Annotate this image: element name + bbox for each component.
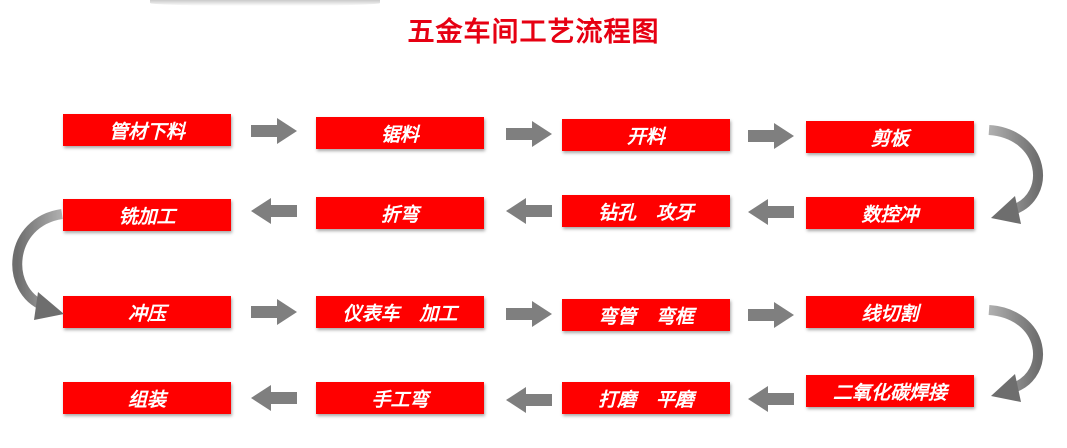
arrow-left-icon	[506, 198, 552, 224]
arrow-left-icon	[251, 198, 297, 224]
arrow-right-icon	[506, 121, 552, 147]
curved-arrow-down-icon	[12, 209, 64, 320]
curved-arrow-down-icon	[988, 305, 1043, 402]
arrow-left-icon	[506, 387, 552, 413]
curved-arrow-down-icon	[988, 125, 1043, 224]
step-box: 冲压	[63, 296, 231, 328]
arrow-right-icon	[251, 118, 297, 144]
step-box: 锯料	[316, 117, 484, 149]
step-box: 管材下料	[63, 114, 231, 146]
step-box: 二氧化碳焊接	[806, 375, 974, 407]
step-box: 打磨 平磨	[562, 382, 730, 414]
step-box: 开料	[562, 119, 730, 151]
step-box: 仪表车 加工	[316, 296, 484, 328]
arrow-right-icon	[748, 302, 794, 328]
arrow-right-icon	[748, 123, 794, 149]
top-decoration	[150, 0, 380, 6]
arrow-left-icon	[748, 386, 794, 412]
arrow-left-icon	[748, 199, 794, 225]
step-box: 弯管 弯框	[562, 299, 730, 331]
step-box: 手工弯	[316, 382, 484, 414]
step-box: 组装	[63, 382, 231, 414]
step-box: 铣加工	[63, 199, 231, 231]
step-box: 数控冲	[806, 197, 974, 229]
step-box: 剪板	[806, 121, 974, 153]
arrow-right-icon	[251, 299, 297, 325]
step-box: 折弯	[316, 197, 484, 229]
page-title: 五金车间工艺流程图	[407, 17, 660, 48]
arrow-right-icon	[506, 301, 552, 327]
arrow-left-icon	[251, 385, 297, 411]
step-box: 钻孔 攻牙	[562, 195, 730, 227]
step-box: 线切割	[806, 296, 974, 328]
